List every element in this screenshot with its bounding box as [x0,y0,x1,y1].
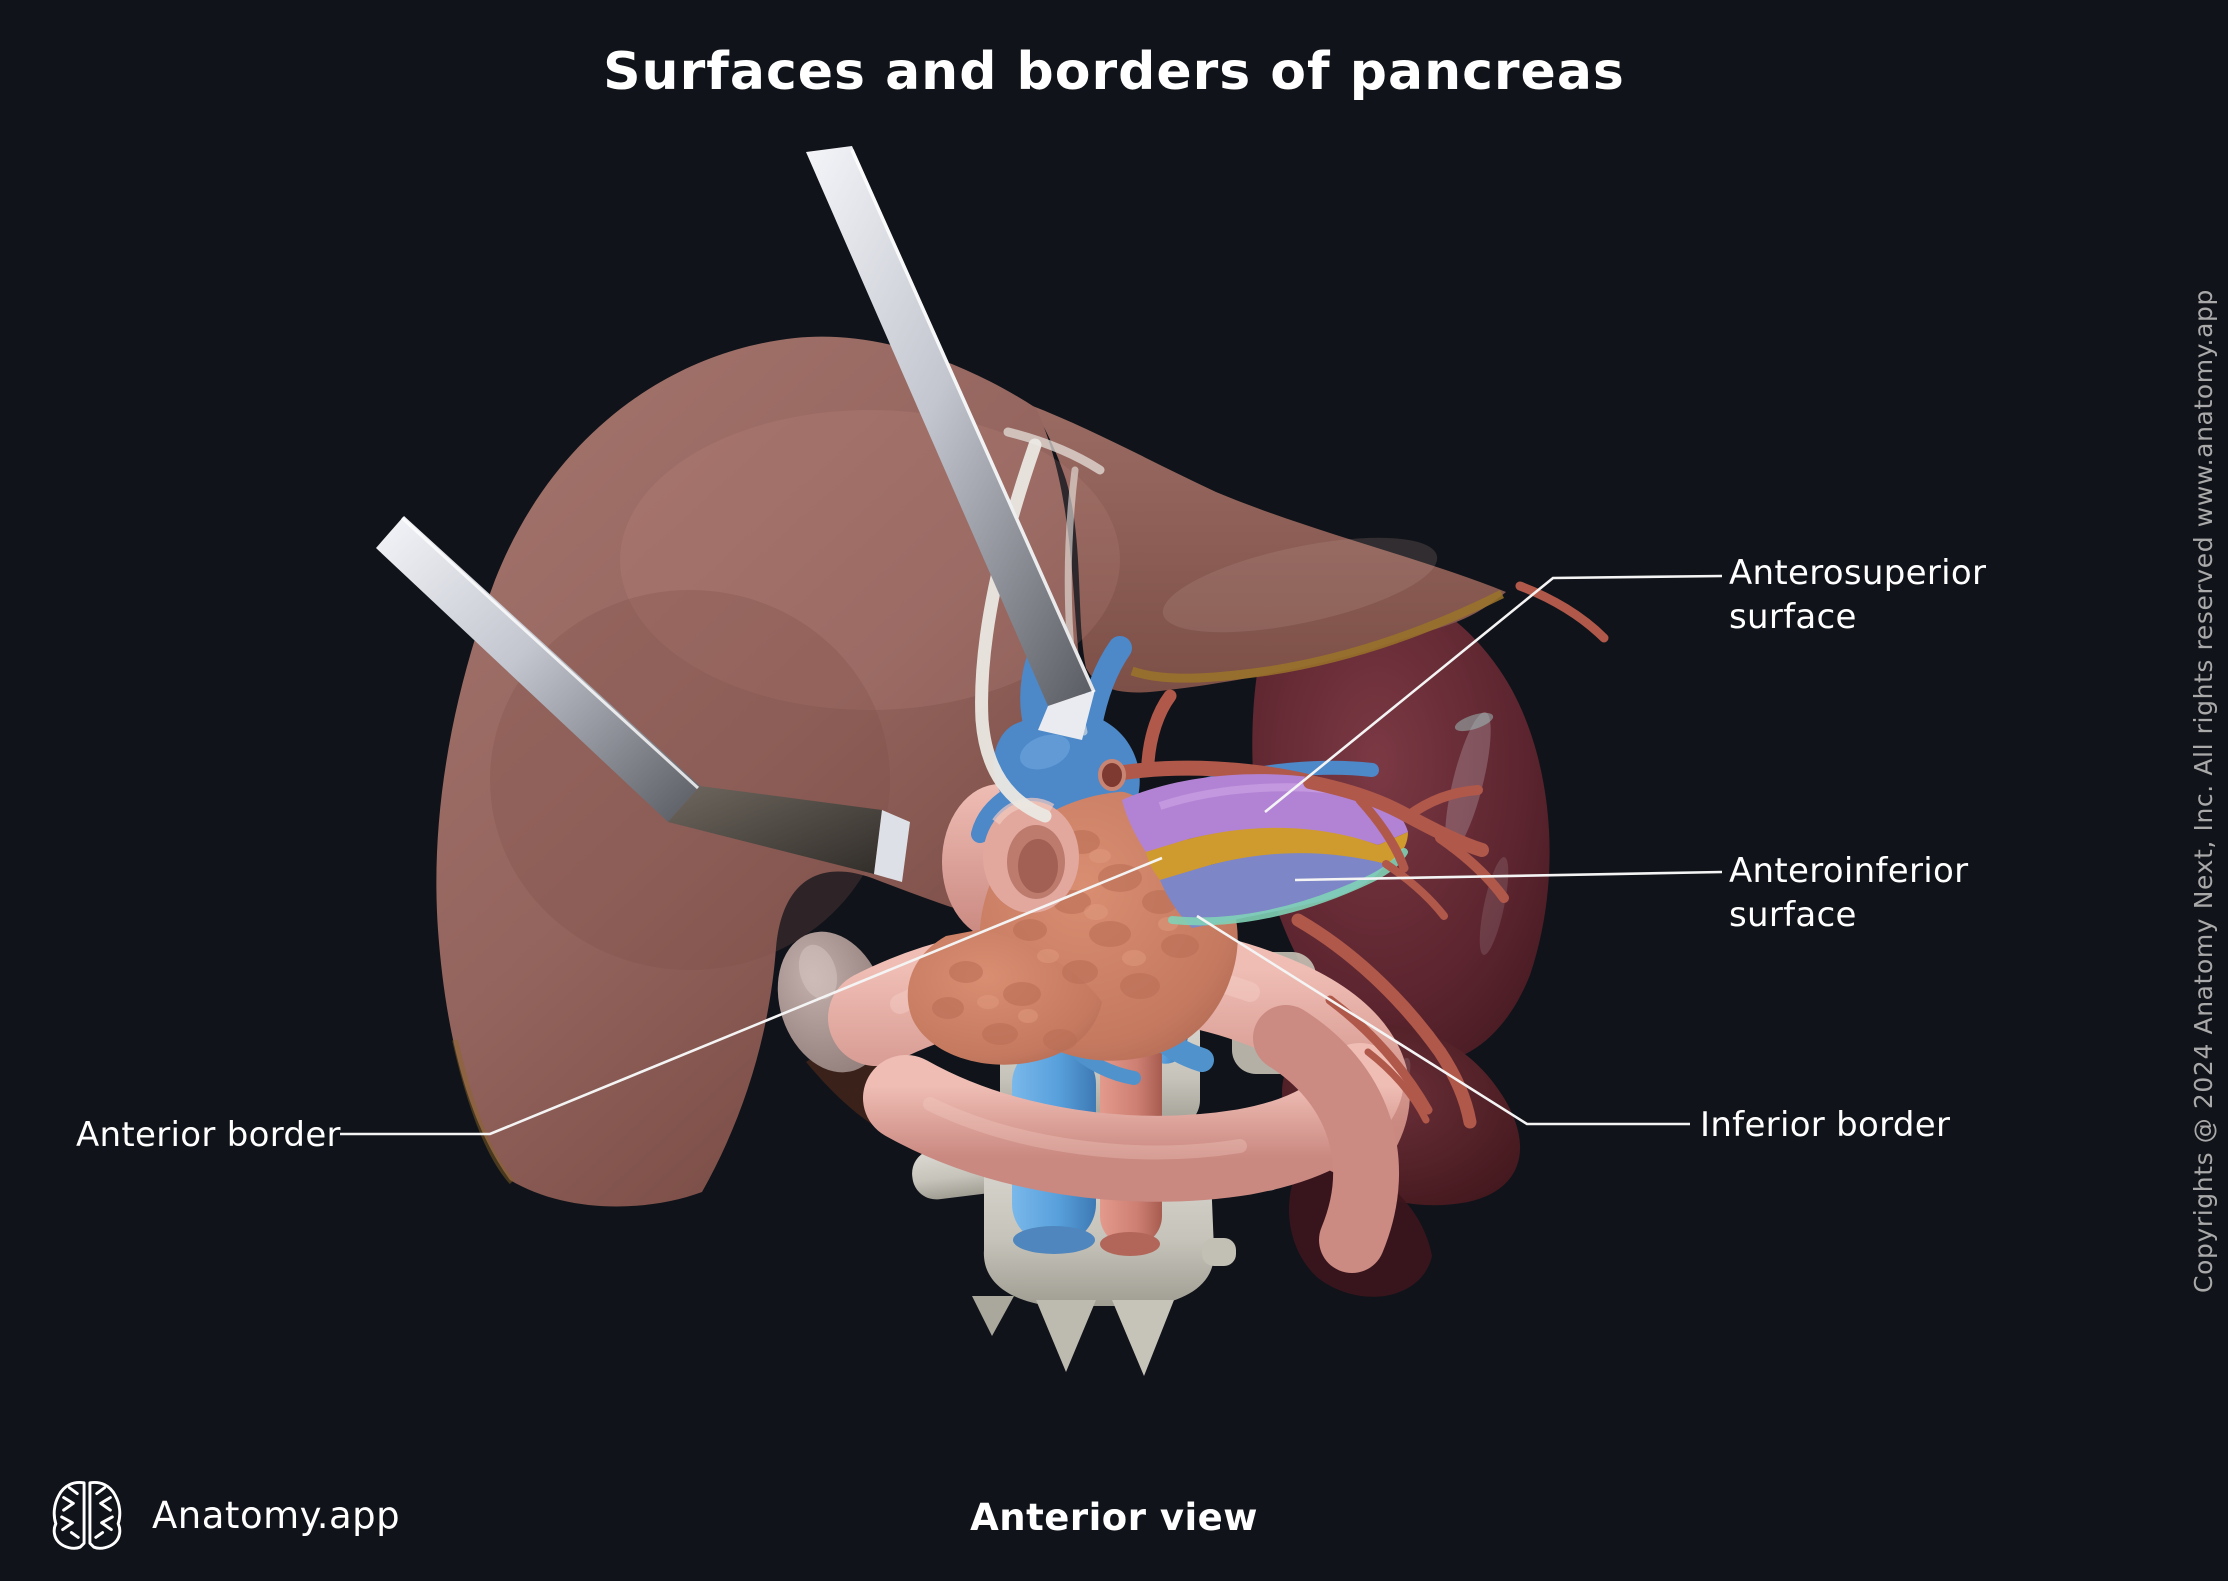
label-anterior-border: Anterior border [76,1115,341,1155]
retractor-left [376,516,910,882]
brand-logo: Anatomy.app [48,1478,400,1552]
liver-right-lobe [1030,405,1506,693]
label-inferior-border: Inferior border [1700,1105,1951,1145]
portal-vein [971,619,1379,843]
splenic-artery [1291,581,1609,1129]
copyright-text: Copyrights @ 2024 Anatomy Next, Inc. All… [2189,288,2218,1293]
label-anterosuperior-surface: Anterosuperior surface [1729,553,1987,637]
leader-anterosuperior [1264,574,1723,814]
brand-name: Anatomy.app [152,1493,401,1537]
leader-anteroinferior [1294,870,1723,882]
leader-lines [340,574,1723,1136]
liver-shape [436,336,1120,1207]
view-caption: Anterior view [970,1496,1258,1539]
duodenum-cut-ring [983,797,1079,913]
pancreas-anteroinferior-surface [1160,853,1386,928]
retractor-top [806,146,1096,740]
leader-anterior-border [340,856,1163,1136]
brain-icon [52,1480,122,1550]
label-anteroinferior-surface: Anteroinferior surface [1729,851,1969,935]
page-title: Surfaces and borders of pancreas [603,42,1625,102]
leader-inferior-border [1196,914,1690,1126]
